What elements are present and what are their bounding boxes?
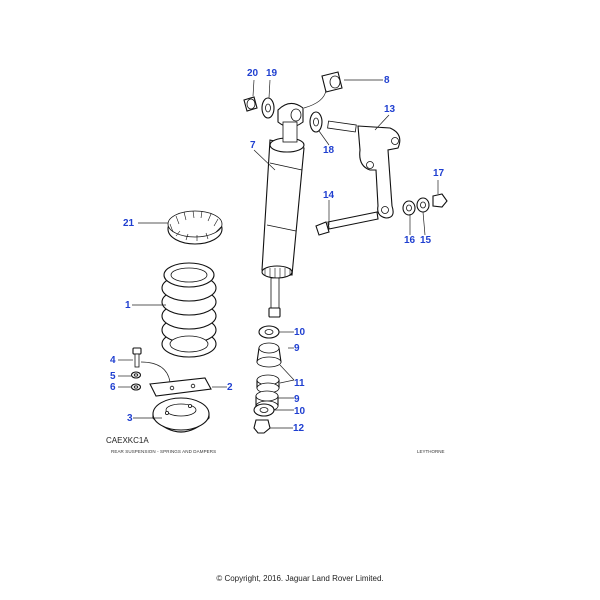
callout-21[interactable]: 21 <box>123 218 135 229</box>
callout-10-lower[interactable]: 10 <box>294 406 306 417</box>
callout-8[interactable]: 8 <box>384 75 390 86</box>
callout-20[interactable]: 20 <box>247 68 259 79</box>
part-14-bolt <box>315 211 379 236</box>
part-17-nut <box>432 193 448 208</box>
callout-12[interactable]: 12 <box>293 423 305 434</box>
part-2-bracket-plate <box>149 377 212 397</box>
drawing-title: REAR SUSPENSION - SPRINGS AND DAMPERS <box>111 449 217 454</box>
part-9-upper-bump-stop <box>256 342 282 368</box>
callout-labels: 1 2 3 4 5 6 7 8 9 9 10 10 11 12 13 14 15… <box>110 68 445 434</box>
callout-11[interactable]: 11 <box>294 378 305 389</box>
callout-5[interactable]: 5 <box>110 371 116 382</box>
callout-13[interactable]: 13 <box>384 104 396 115</box>
part-16-washer <box>402 200 416 216</box>
part-21-spring-insulator <box>167 210 223 245</box>
callout-18[interactable]: 18 <box>323 145 335 156</box>
callout-10-upper[interactable]: 10 <box>294 327 306 338</box>
part-3-lower-spring-seat <box>152 397 210 433</box>
callout-9-upper[interactable]: 9 <box>294 343 300 354</box>
callout-2[interactable]: 2 <box>227 382 233 393</box>
part-12-nut <box>253 419 271 434</box>
copyright-notice: © Copyright, 2016. Jaguar Land Rover Lim… <box>216 574 384 583</box>
part-5-washer <box>130 371 142 379</box>
callout-14[interactable]: 14 <box>323 190 335 201</box>
drawing-code: CAEXKC1A <box>106 436 149 445</box>
callout-4[interactable]: 4 <box>110 355 116 366</box>
callout-9-lower[interactable]: 9 <box>294 394 300 405</box>
leader-lines <box>118 79 439 429</box>
callout-3[interactable]: 3 <box>127 413 133 424</box>
part-10-upper-washer <box>258 325 280 339</box>
part-4-bolt <box>132 347 142 368</box>
callout-15[interactable]: 15 <box>420 235 432 246</box>
part-1-coil-spring <box>161 262 217 358</box>
part-8-bush <box>321 71 343 93</box>
part-10-lower-washer <box>253 403 275 417</box>
part-6-nut <box>130 383 142 391</box>
callout-1[interactable]: 1 <box>125 300 131 311</box>
part-18-washer <box>309 111 323 133</box>
drawing-origin: LEYTHORNE <box>417 449 445 454</box>
callout-19[interactable]: 19 <box>266 68 278 79</box>
callout-7[interactable]: 7 <box>250 140 256 151</box>
part-11-bush <box>256 374 280 394</box>
callout-6[interactable]: 6 <box>110 382 116 393</box>
part-19-washer <box>261 97 275 119</box>
part-20-bush <box>243 96 258 112</box>
callout-17[interactable]: 17 <box>433 168 445 179</box>
callout-16[interactable]: 16 <box>404 235 416 246</box>
part-7-damper <box>261 102 305 318</box>
part-15-washer <box>416 197 430 213</box>
part-13-link-arm <box>327 120 401 219</box>
